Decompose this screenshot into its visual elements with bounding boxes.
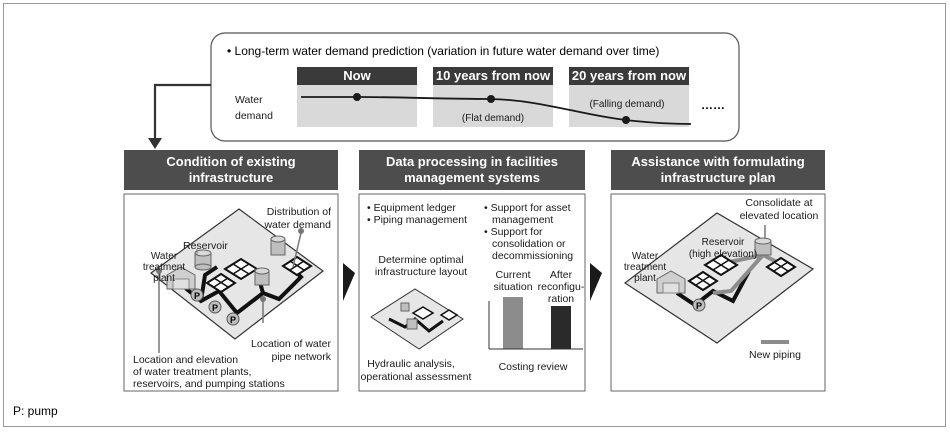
bullet-equipment-ledger: • Equipment ledger (367, 202, 456, 214)
pump-icon (208, 300, 222, 314)
flow-arrow-2 (590, 263, 602, 301)
panel2-header (359, 150, 585, 190)
bullet-asset-1: • Support for asset (484, 202, 571, 214)
figure-frame: • Long-term water demand prediction (var… (3, 3, 946, 427)
demand-block-3 (765, 256, 797, 278)
reservoir-icon (754, 237, 772, 256)
falling-demand-note: (Falling demand) (589, 99, 664, 110)
treatment-plant-icon (166, 266, 196, 290)
plant-label-3: plant (634, 273, 656, 284)
bullet-consol-3: decommissioning (492, 250, 573, 262)
svg-text:P: P (230, 315, 236, 325)
pump-icon (190, 288, 204, 302)
consolidate-label-1: Consolidate at (745, 197, 812, 209)
after-label-3: ration (548, 293, 574, 305)
distribution-label-2: water demand (263, 219, 331, 231)
panel-data-processing: Data processing in facilities management… (358, 150, 586, 392)
plant-label-3: plant (153, 273, 175, 284)
footnote: P: pump (13, 404, 58, 418)
consolidate-label-2: elevated location (740, 210, 819, 222)
panel-infrastructure-plan: Assistance with formulating infrastructu… (610, 150, 826, 392)
svg-text:P: P (696, 301, 702, 311)
bullet-piping-management: • Piping management (367, 214, 467, 226)
hydraulic-label-2: operational assessment (361, 371, 472, 383)
connector-arrow (148, 83, 211, 149)
location-label-2: of water treatment plants, (133, 366, 251, 378)
panel1-header-line1: Condition of existing (166, 154, 295, 169)
prediction-title: • Long-term water demand prediction (var… (227, 44, 659, 58)
location-label-3: reservoirs, and pumping stations (133, 378, 285, 390)
bar-after (551, 306, 571, 349)
demand-point-now (353, 93, 361, 101)
period-header-now (297, 67, 417, 85)
treatment-plant-icon (656, 270, 686, 294)
pipe-label-2: pipe network (271, 351, 331, 363)
flow-arrow-1 (343, 263, 355, 301)
pipe-label-1: Location of water (251, 338, 331, 350)
pump-icon (692, 298, 706, 312)
reservoir-label: Reservoir (183, 240, 228, 252)
period-label-10y: 10 years from now (436, 68, 551, 83)
panel1-header-line2: infrastructure (189, 170, 274, 185)
reservoir-icon (270, 235, 286, 256)
reservoir-label-1: Reservoir (702, 237, 745, 248)
panel3-header-line2: infrastructure plan (661, 170, 776, 185)
distribution-label-1: Distribution of (267, 206, 331, 218)
panel3-header-line1: Assistance with formulating (631, 154, 804, 169)
location-label-1: Location and elevation (133, 354, 238, 366)
period-header-10y (433, 67, 553, 85)
ellipsis-mark: …… (701, 98, 725, 112)
bullet-asset-2: management (492, 214, 553, 226)
demand-point-10y (487, 95, 495, 103)
panel2-header-line1: Data processing in facilities (386, 154, 558, 169)
demand-block-2 (687, 270, 719, 292)
panel1-header (124, 150, 338, 190)
plant-label-1: Water (151, 251, 178, 262)
bullet-consol-2: consolidation or (492, 238, 566, 250)
flat-demand-note: (Flat demand) (462, 113, 524, 124)
demand-block-2 (205, 272, 237, 294)
demand-point-20y (622, 116, 630, 124)
layout-label-1: Determine optimal (378, 254, 463, 266)
panel2-body (358, 193, 586, 392)
panel-existing-infrastructure: Condition of existing infrastructure (123, 150, 339, 392)
demand-curve (301, 96, 692, 125)
current-label-1: Current (495, 269, 530, 281)
hydraulic-label-1: Hydraulic analysis, (367, 358, 455, 370)
period-header-20y (569, 67, 689, 85)
reservoir-icon (194, 249, 212, 271)
svg-text:P: P (212, 303, 218, 313)
svg-text:P: P (194, 291, 200, 301)
costing-review-label: Costing review (499, 361, 568, 373)
period-label-20y: 20 years from now (572, 68, 687, 83)
demand-block-1 (703, 253, 739, 277)
y-label-line2: demand (235, 110, 273, 122)
pump-icon (226, 312, 240, 326)
pipe-network (181, 261, 304, 316)
demand-block-3 (281, 255, 313, 277)
panel3-header (611, 150, 825, 190)
bullet-consol-1: • Support for (484, 226, 543, 238)
layout-label-2: infrastructure layout (375, 266, 467, 278)
reservoir-label-2: (high elevation) (689, 249, 757, 260)
reservoir-icon (254, 267, 270, 286)
plant-label-2: treatment (143, 262, 185, 273)
plant-label-2: treatment (624, 262, 666, 273)
diagram-canvas: • Long-term water demand prediction (var… (13, 32, 826, 418)
panel2-header-line2: management systems (404, 170, 540, 185)
new-piping-line (712, 253, 765, 295)
after-label-2: reconfigu- (538, 281, 585, 293)
legend-label: New piping (749, 349, 801, 361)
bar-current (503, 297, 523, 349)
demand-prediction-box: • Long-term water demand prediction (var… (210, 32, 740, 142)
after-label-1: After (550, 269, 573, 281)
plant-label-1: Water (632, 251, 659, 262)
y-label-line1: Water (235, 94, 263, 106)
current-label-2: situation (493, 281, 532, 293)
period-label-now: Now (343, 68, 371, 83)
